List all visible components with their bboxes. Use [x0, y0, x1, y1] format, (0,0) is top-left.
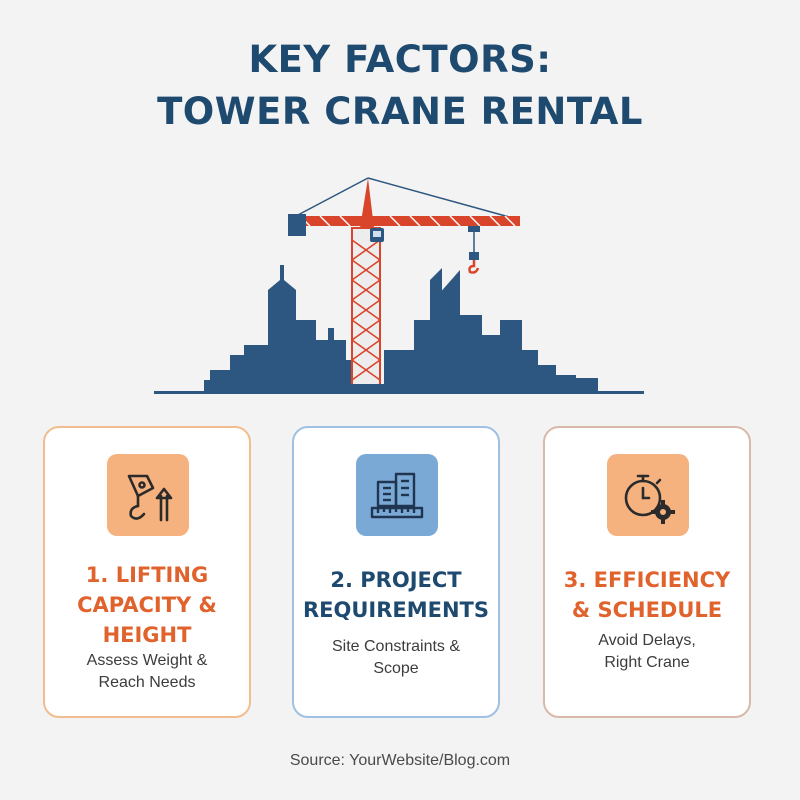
- factor-card-lifting-capacity: 1. LIFTING CAPACITY & HEIGHT Assess Weig…: [43, 426, 251, 718]
- tower-crane-icon: [288, 177, 521, 392]
- card-title: 3. EFFICIENCY & SCHEDULE: [563, 568, 731, 622]
- card-title: 1. LIFTING CAPACITY & HEIGHT: [77, 563, 217, 647]
- card-description: Assess Weight & Reach Needs: [86, 652, 208, 691]
- card-description: Avoid Delays, Right Crane: [598, 632, 696, 671]
- crane-skyline-illustration: [150, 170, 650, 400]
- factor-card-project-requirements: 2. PROJECT REQUIREMENTS Site Constraints…: [292, 426, 500, 718]
- ground-line: [154, 391, 644, 394]
- page-title-line-1: KEY FACTORS:: [248, 38, 552, 81]
- card-title: 2. PROJECT REQUIREMENTS: [302, 568, 490, 622]
- card-description: Site Constraints & Scope: [331, 638, 461, 677]
- crane-skyline-svg: [154, 177, 644, 394]
- stopwatch-gear-icon: [607, 454, 689, 536]
- factor-card-efficiency-schedule: 3. EFFICIENCY & SCHEDULE Avoid Delays, R…: [543, 426, 751, 718]
- page-title-line-2: TOWER CRANE RENTAL: [157, 90, 643, 133]
- source-caption: Source: YourWebsite/Blog.com: [289, 752, 511, 769]
- building-ruler-icon: [356, 454, 438, 536]
- hook-arrow-up-icon: [107, 454, 189, 536]
- skyline-icon: [204, 265, 598, 392]
